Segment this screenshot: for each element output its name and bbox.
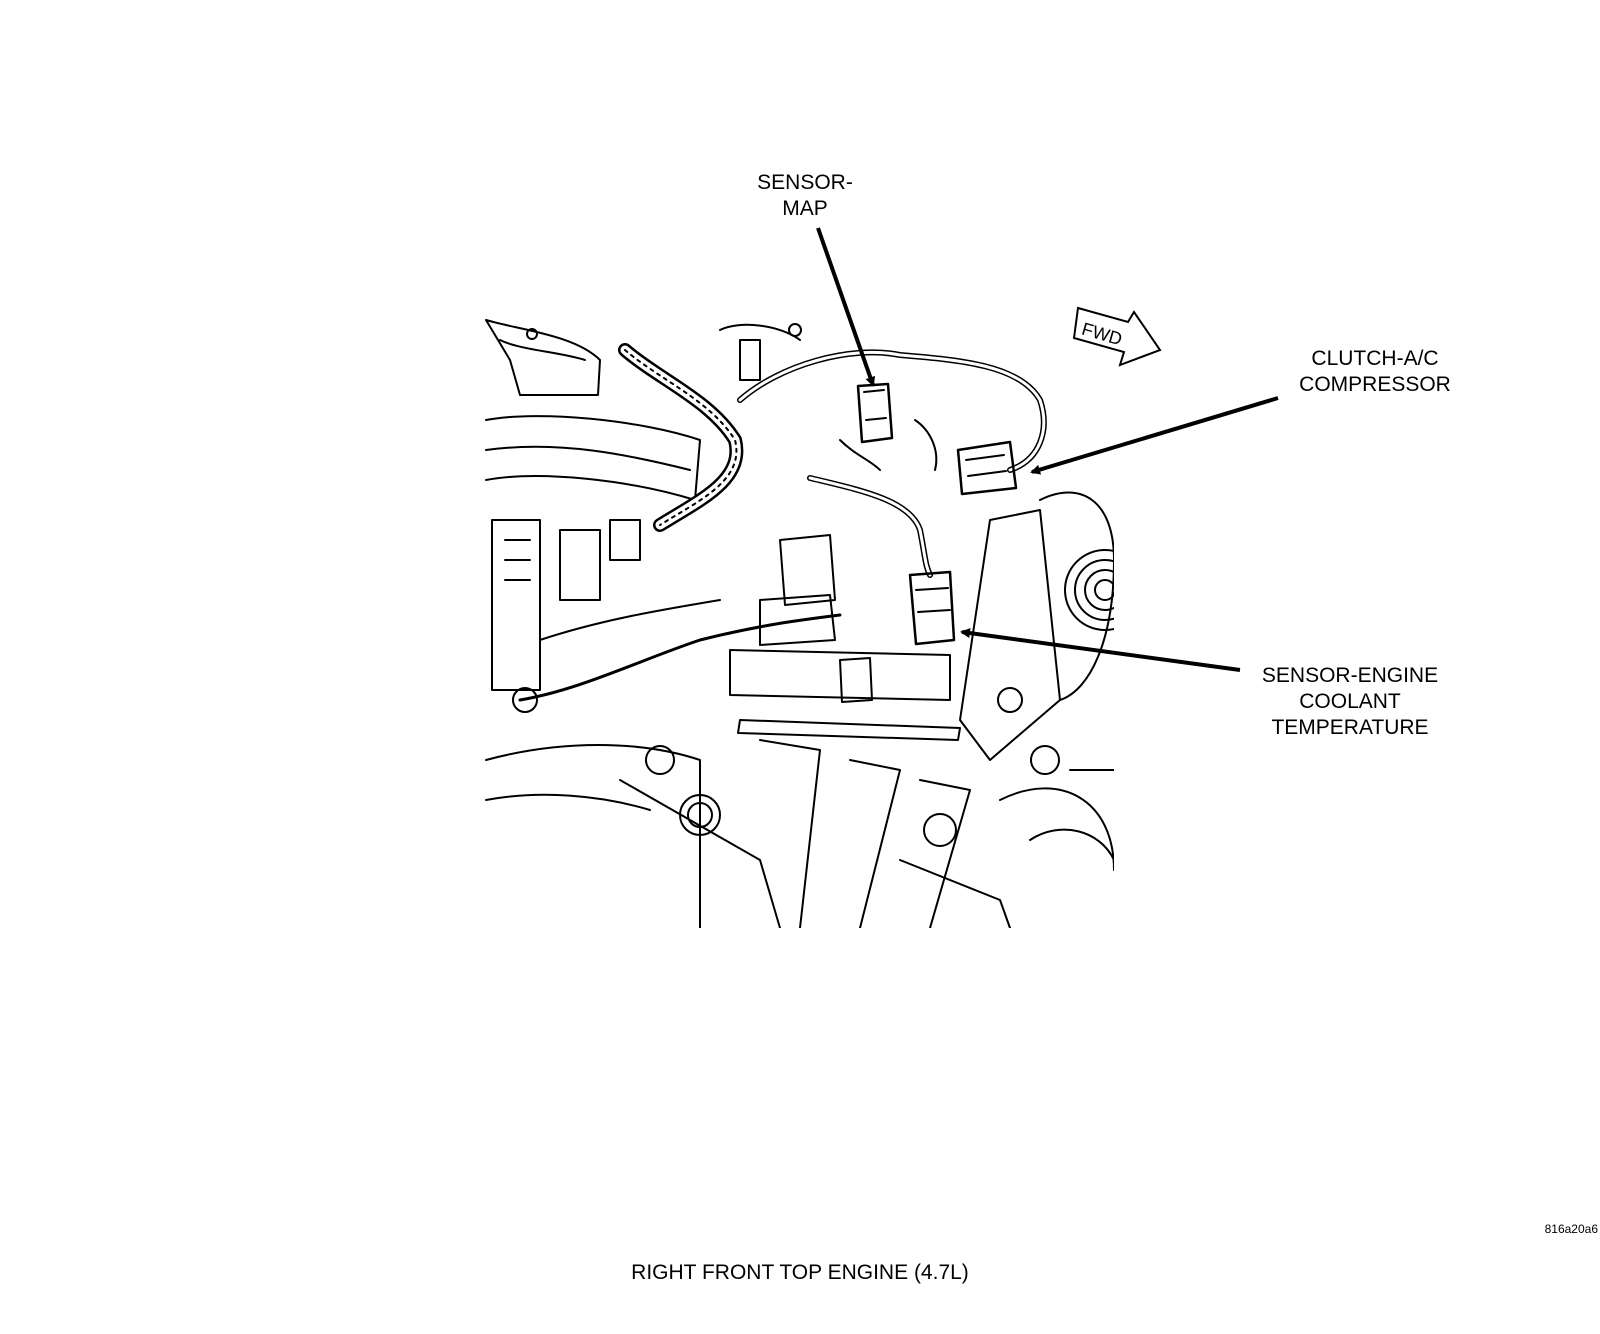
map-sensor-label: SENSOR- MAP: [740, 170, 870, 222]
ac-clutch-label-line2: COMPRESSOR: [1299, 373, 1451, 396]
coolant-sensor-label-line2: COOLANT: [1299, 690, 1401, 713]
ac-clutch-label-line1: CLUTCH-A/C: [1311, 347, 1439, 370]
coolant-sensor-leader: [960, 628, 1241, 672]
fwd-arrow-icon: [1072, 306, 1162, 367]
ac-clutch-label: CLUTCH-A/C COMPRESSOR: [1275, 346, 1475, 398]
engine-line-art: [485, 319, 1114, 928]
coolant-sensor-label-line1: SENSOR-ENGINE: [1261, 664, 1439, 687]
map-sensor-label-line1: SENSOR-: [757, 171, 853, 194]
coolant-sensor-label: SENSOR-ENGINE COOLANT TEMPERATURE: [1240, 663, 1460, 741]
map-sensor-label-line2: MAP: [782, 197, 828, 220]
figure-id: 816a20a6: [1544, 1222, 1598, 1236]
figure-caption: RIGHT FRONT TOP ENGINE (4.7L): [631, 1261, 969, 1284]
ac-clutch-leader: [1030, 396, 1279, 475]
coolant-sensor-label-line3: TEMPERATURE: [1271, 716, 1429, 739]
map-sensor-leader: [816, 227, 876, 387]
